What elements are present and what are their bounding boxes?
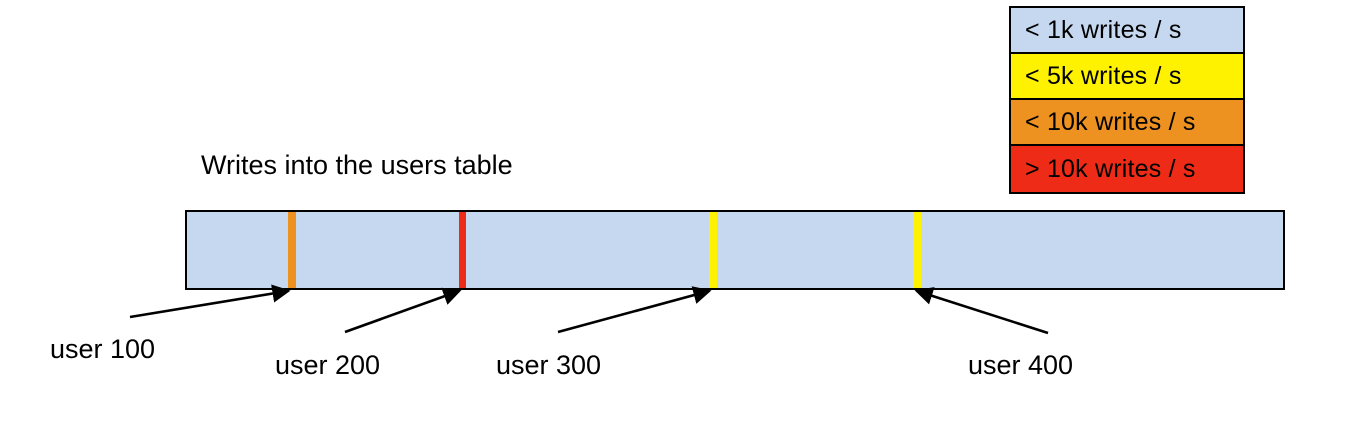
arrow-user-200: [344, 287, 462, 334]
chart-title: Writes into the users table: [201, 150, 513, 180]
marker-stripe-user-100: [288, 212, 296, 288]
legend-label-lt-5k: < 5k writes / s: [1025, 61, 1182, 90]
legend-row-orange: < 10k writes / s: [1011, 100, 1243, 146]
legend-label-gt-10k: > 10k writes / s: [1025, 154, 1196, 183]
arrow-user-400: [914, 287, 1049, 335]
legend-row-yellow: < 5k writes / s: [1011, 54, 1243, 100]
legend-label-lt-1k: < 1k writes / s: [1025, 15, 1182, 44]
arrow-user-300: [557, 286, 712, 334]
marker-stripe-user-400: [913, 212, 921, 288]
write-rate-legend: < 1k writes / s < 5k writes / s < 10k wr…: [1009, 6, 1245, 194]
user-label-user-300: user 300: [496, 350, 602, 380]
marker-stripe-user-300: [709, 212, 717, 288]
legend-row-red: > 10k writes / s: [1011, 146, 1243, 192]
marker-stripe-user-200: [459, 212, 466, 288]
user-label-user-200: user 200: [275, 350, 381, 380]
user-label-user-400: user 400: [968, 350, 1074, 380]
legend-row-blue: < 1k writes / s: [1011, 8, 1243, 54]
legend-label-lt-10k: < 10k writes / s: [1025, 107, 1196, 136]
user-label-user-100: user 100: [50, 334, 156, 364]
arrow-user-100: [129, 284, 291, 319]
users-table-range-bar: [185, 210, 1285, 290]
